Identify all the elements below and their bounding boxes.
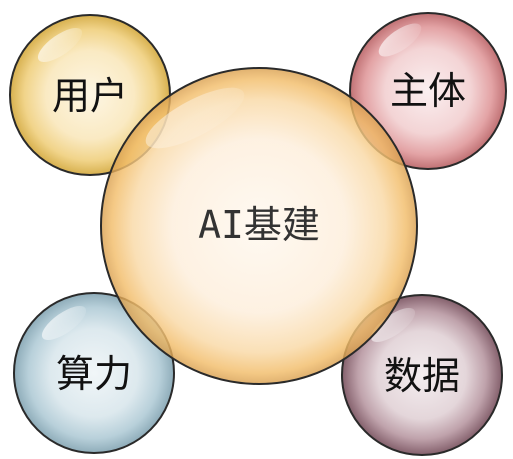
node-subject-label: 主体 (390, 69, 466, 113)
node-data-shine (370, 307, 416, 343)
node-subject-shine (378, 23, 422, 57)
node-compute-label: 算力 (56, 352, 132, 396)
node-compute (13, 292, 175, 454)
center-node (100, 67, 418, 385)
center-label: AI基建 (198, 203, 320, 247)
center-shine (145, 87, 245, 149)
node-subject (349, 12, 507, 170)
node-user-shine (37, 27, 83, 63)
node-user-label: 用户 (52, 74, 128, 118)
center-bubble (100, 67, 418, 385)
node-data (341, 294, 503, 456)
node-data-label: 数据 (384, 354, 460, 398)
node-compute-shine (41, 305, 87, 341)
